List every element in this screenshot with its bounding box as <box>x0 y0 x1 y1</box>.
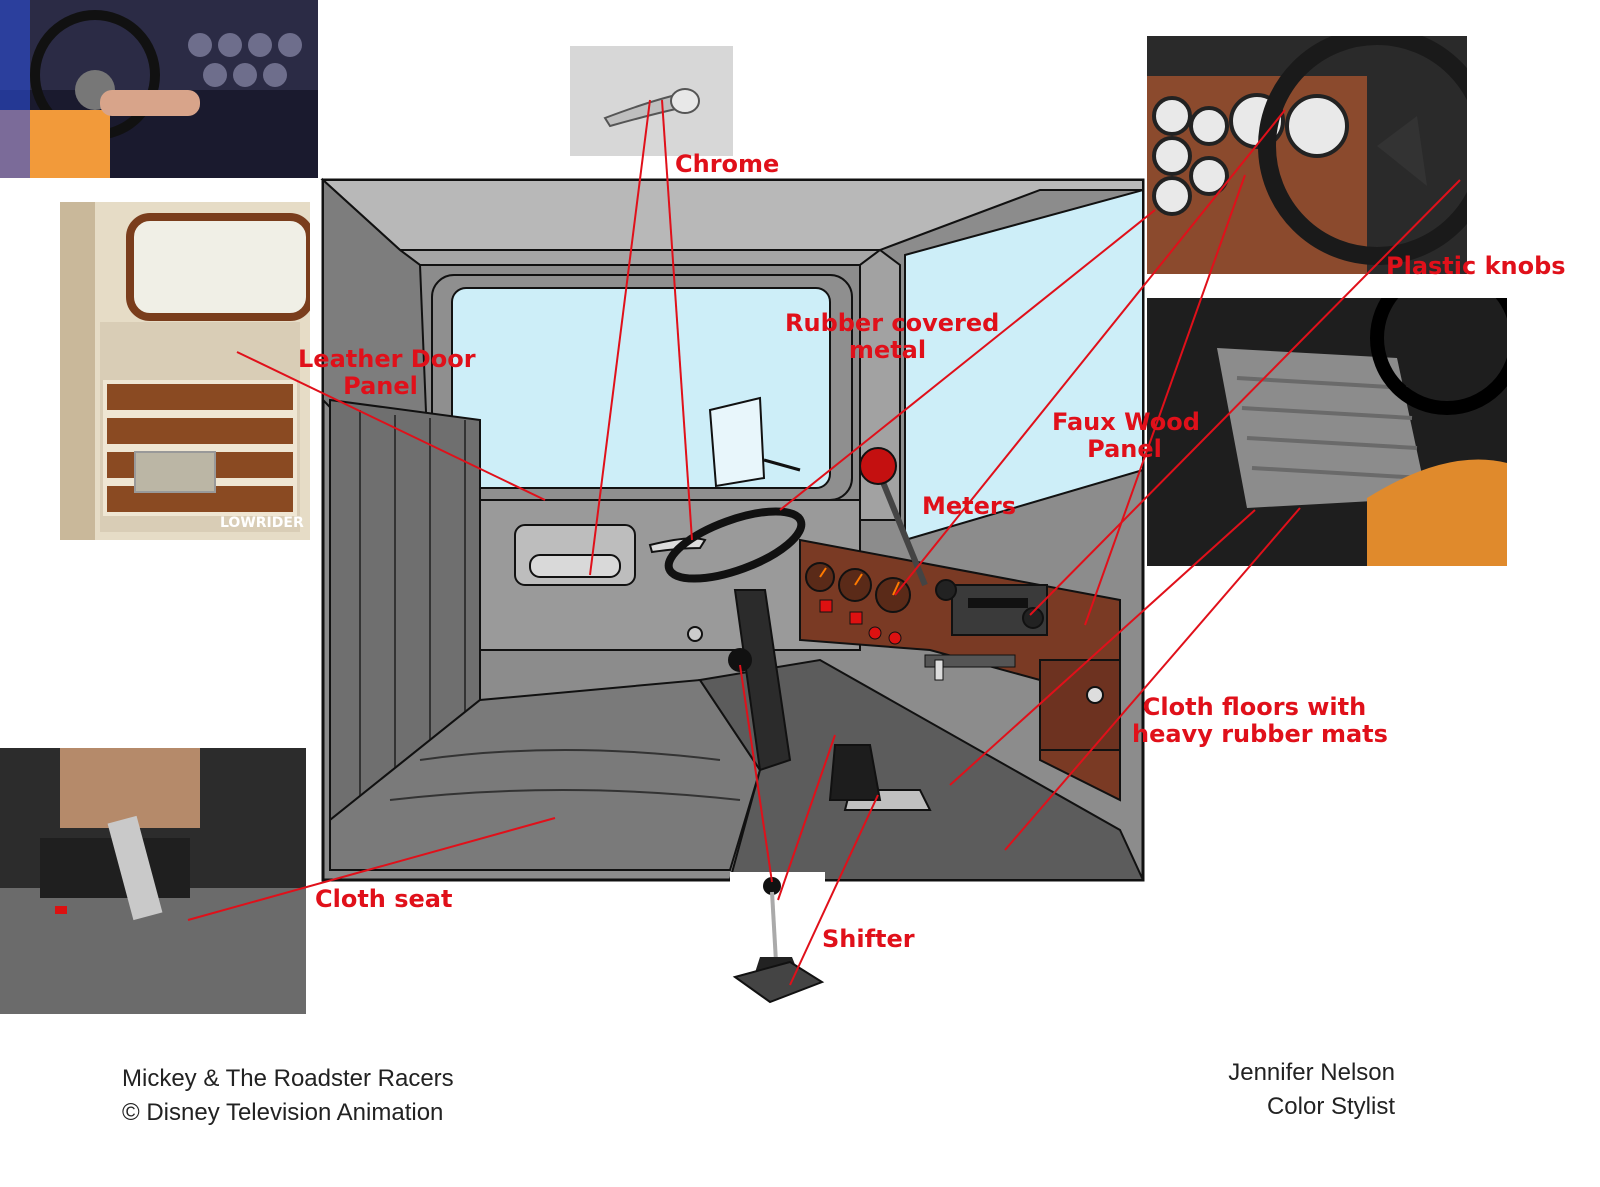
label-shifter: Shifter <box>822 926 915 953</box>
shifter-photo <box>730 872 825 1007</box>
credits-right: Jennifer Nelson Color Stylist <box>1130 1056 1395 1124</box>
label-leather-door-panel: Leather Door Panel <box>298 346 463 400</box>
door-handle-photo <box>570 46 733 156</box>
studio-credit: © Disney Television Animation <box>122 1096 454 1130</box>
label-faux-wood-panel-line2: Panel <box>1052 436 1197 463</box>
artist-role: Color Stylist <box>1130 1090 1395 1124</box>
label-cloth-floors: Cloth floors with heavy rubber mats <box>1132 694 1377 748</box>
label-rubber-covered-metal-line2: metal <box>785 337 990 364</box>
label-chrome: Chrome <box>675 151 779 178</box>
label-plastic-knobs: Plastic knobs <box>1386 253 1566 280</box>
photo-watermark: LOWRIDER <box>220 515 304 531</box>
label-meters: Meters <box>922 493 1016 520</box>
label-rubber-covered-metal: Rubber covered metal <box>785 310 990 364</box>
label-leather-door-panel-line2: Panel <box>298 373 463 400</box>
cloth-seat-photo <box>0 748 306 1014</box>
label-cloth-floors-line1: Cloth floors with <box>1132 694 1377 721</box>
label-cloth-floors-line2: heavy rubber mats <box>1132 721 1377 748</box>
label-faux-wood-panel-line1: Faux Wood <box>1052 409 1197 436</box>
credits-left: Mickey & The Roadster Racers © Disney Te… <box>122 1062 454 1130</box>
rear-window <box>452 288 830 488</box>
label-leather-door-panel-line1: Leather Door <box>298 346 463 373</box>
label-faux-wood-panel: Faux Wood Panel <box>1052 409 1197 463</box>
artist-name: Jennifer Nelson <box>1130 1056 1395 1090</box>
label-cloth-seat: Cloth seat <box>315 886 452 913</box>
gauges-photo <box>1147 36 1467 274</box>
dashboard-photo <box>0 0 318 178</box>
show-title: Mickey & The Roadster Racers <box>122 1062 454 1096</box>
label-rubber-covered-metal-line1: Rubber covered <box>785 310 990 337</box>
door-panel-photo: LOWRIDER <box>60 202 310 540</box>
floor-mat-photo <box>1147 298 1507 566</box>
